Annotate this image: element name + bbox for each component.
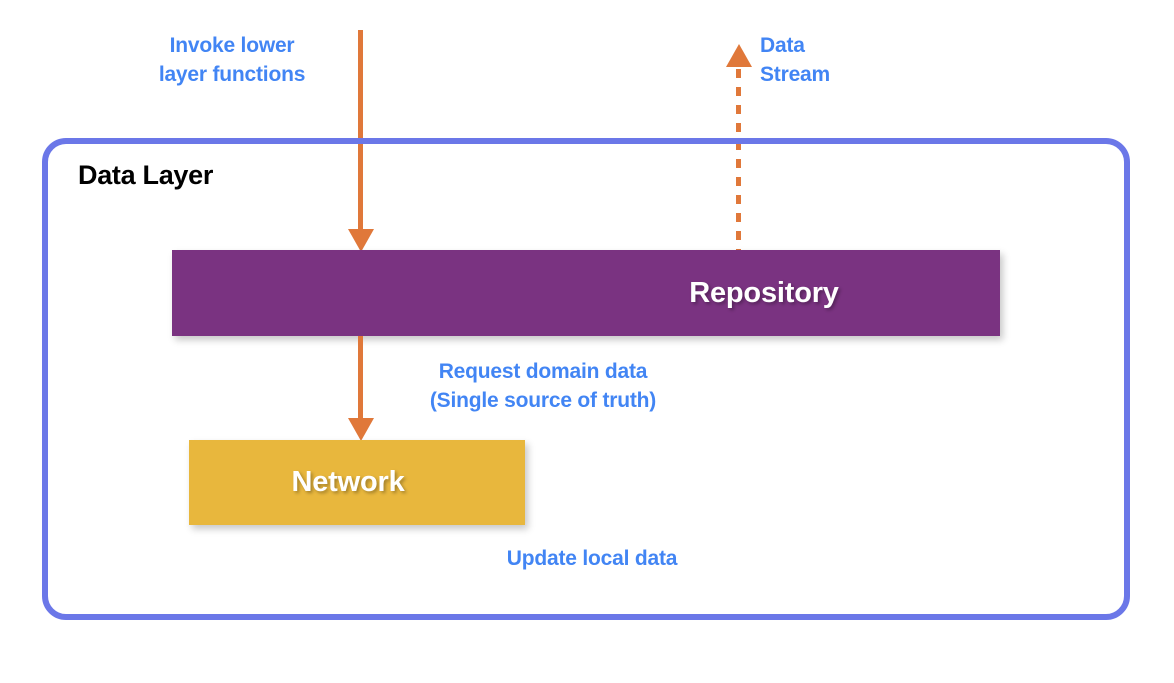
arrow-dashed-stem	[736, 69, 741, 252]
annotation-data-stream: Data Stream	[760, 34, 831, 86]
arrow-stem	[358, 336, 363, 419]
arrow-request-domain-data	[348, 336, 374, 442]
arrow-head-down-icon	[348, 418, 374, 441]
arrow-invoke-lower-layer-functions	[348, 30, 374, 252]
arrow-head-down-icon	[348, 229, 374, 252]
annotation-request-domain-data: Request domain data (Single source of tr…	[429, 360, 657, 412]
data-layer-container	[42, 138, 1130, 620]
arrow-stem	[358, 30, 363, 230]
annotation-invoke-lower-layer-functions: Invoke lower layer functions	[158, 34, 306, 86]
block-repository[interactable]: Repository	[172, 250, 1000, 336]
annotation-update-local-data: Update local data	[506, 547, 678, 570]
block-network-label: Network	[291, 466, 405, 498]
arrow-head-up-icon	[726, 44, 752, 67]
block-repository-label: Repository	[689, 276, 839, 309]
arrow-data-stream-dashed	[726, 44, 752, 252]
data-layer-title: Data Layer	[78, 160, 214, 190]
block-network[interactable]: Network	[189, 440, 525, 525]
